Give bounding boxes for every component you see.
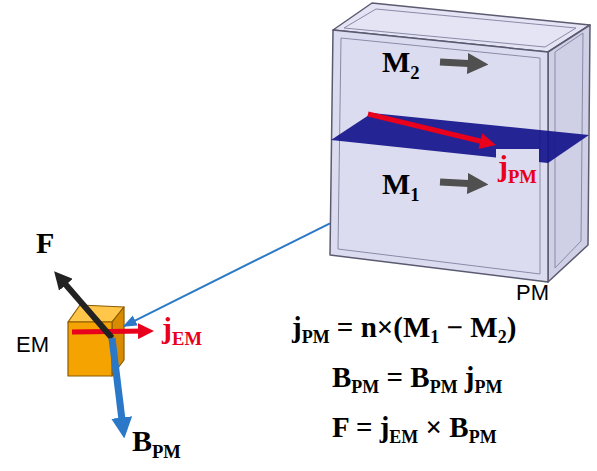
- equation: F = jEM × BPM: [332, 412, 497, 444]
- current-label: jPM: [496, 149, 539, 182]
- current-label: jEM: [162, 311, 202, 344]
- magnetization-arrow: [440, 182, 478, 184]
- part-label: EM: [16, 333, 49, 357]
- magnetization-label: M1: [382, 167, 420, 200]
- field-label: BPM: [132, 424, 181, 457]
- connector-line: [124, 223, 330, 326]
- current-arrow: [368, 114, 488, 143]
- magnet-prism: [330, 3, 590, 282]
- force-label: F: [36, 226, 54, 259]
- part-label: PM: [516, 281, 549, 305]
- electromagnet: EMjEM: [66, 303, 124, 378]
- equation: BPM = BPM jPM: [332, 362, 502, 394]
- force-arrow: [60, 278, 112, 338]
- field-arrow: [112, 338, 123, 428]
- permanent-magnet: M2 jPM M1PM: [330, 3, 592, 313]
- interface-plane: [331, 113, 589, 163]
- equation: jPM = n×(M1 − M2): [292, 312, 516, 344]
- magnetization-arrow: [440, 62, 478, 64]
- magnetization-label: M2: [382, 45, 420, 78]
